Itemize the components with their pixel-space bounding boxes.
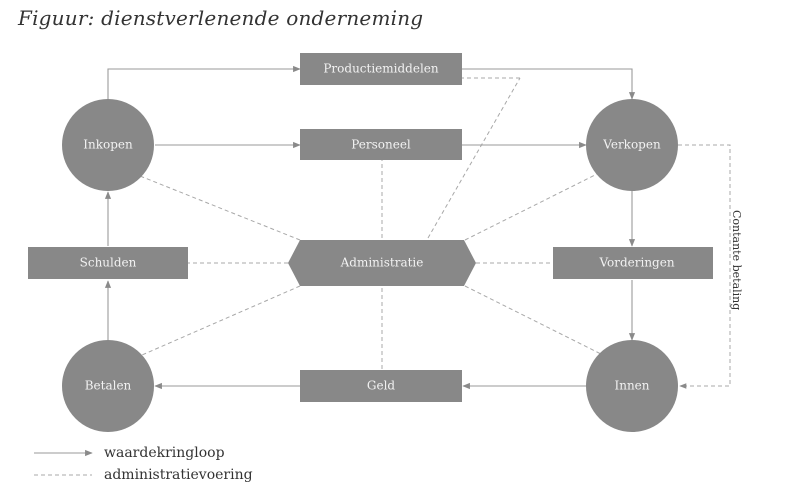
node-administratie: Administratie — [288, 240, 476, 286]
legend: waardekringloop administratievoering — [34, 445, 253, 483]
node-schulden: Schulden — [28, 247, 188, 279]
node-administratie-label: Administratie — [340, 256, 424, 270]
node-verkopen: Verkopen — [586, 99, 678, 191]
node-productiemiddelen-label: Productiemiddelen — [323, 62, 439, 76]
arrow-productiemiddelen-verkopen — [462, 68, 636, 100]
admin-line-betalen — [141, 285, 301, 356]
node-inkopen: Inkopen — [62, 99, 154, 191]
admin-lines — [139, 77, 606, 370]
node-innen: Innen — [586, 340, 678, 432]
admin-line-inkopen — [139, 175, 301, 241]
node-betalen-label: Betalen — [85, 379, 132, 393]
node-inkopen-label: Inkopen — [83, 138, 133, 152]
legend-solid-label: waardekringloop — [104, 445, 225, 461]
node-schulden-label: Schulden — [80, 256, 137, 270]
contante-betaling-label: Contante betaling — [730, 210, 743, 310]
node-innen-label: Innen — [614, 379, 649, 393]
node-personeel: Personeel — [300, 129, 462, 160]
arrow-inkopen-productiemiddelen — [107, 65, 301, 101]
admin-line-innen — [464, 285, 604, 356]
node-vorderingen-label: Vorderingen — [598, 256, 674, 270]
node-verkopen-label: Verkopen — [602, 138, 661, 152]
node-geld: Geld — [300, 370, 462, 402]
node-vorderingen: Vorderingen — [553, 247, 713, 279]
node-betalen: Betalen — [62, 340, 154, 432]
node-geld-label: Geld — [367, 379, 396, 393]
node-productiemiddelen: Productiemiddelen — [300, 53, 462, 85]
flow-arrows — [104, 65, 636, 390]
admin-line-productiemiddelen — [427, 77, 521, 239]
arrow-contante-betaling — [678, 144, 731, 389]
figure-title: Figuur: dienstverlenende onderneming — [18, 6, 424, 30]
legend-dashed-label: administratievoering — [104, 467, 253, 483]
node-personeel-label: Personeel — [351, 138, 411, 152]
admin-line-verkopen — [464, 169, 606, 241]
